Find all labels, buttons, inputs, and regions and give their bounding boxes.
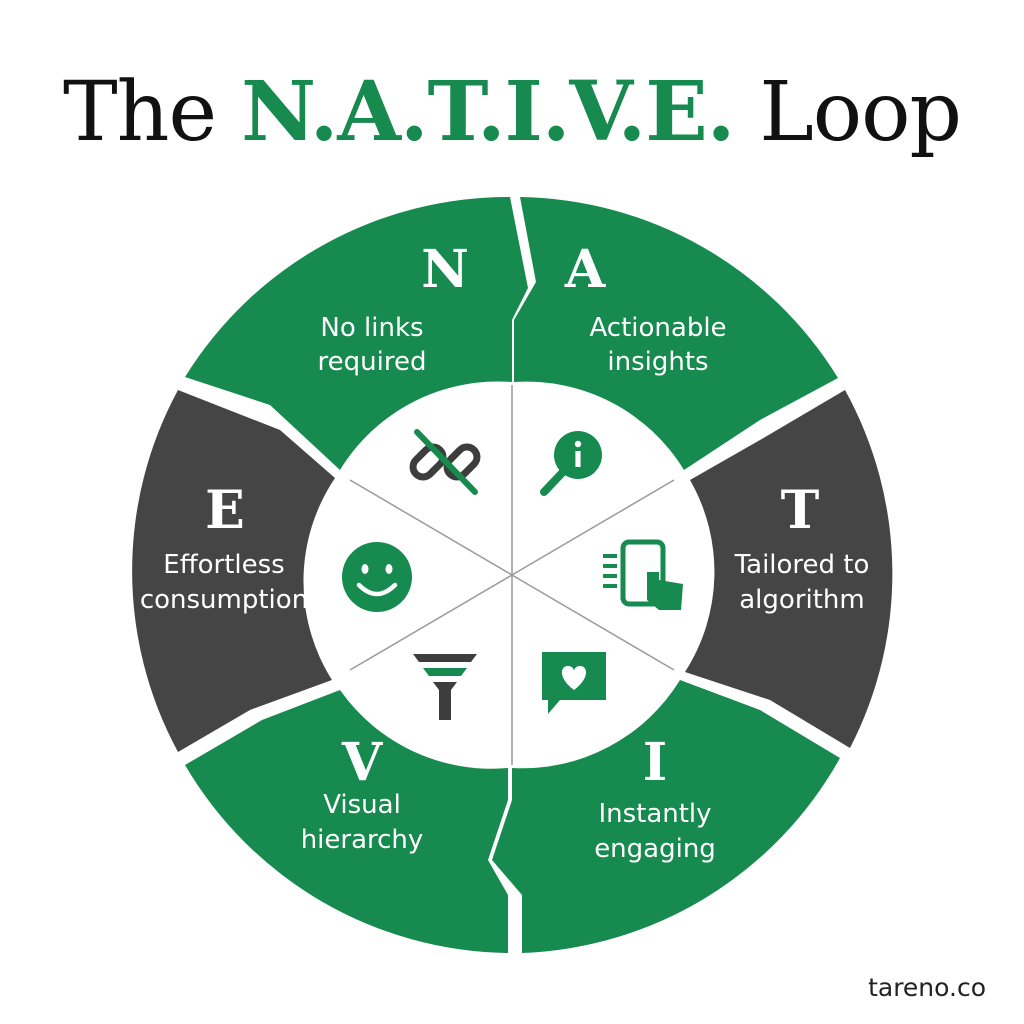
divider-line xyxy=(349,574,513,671)
segment-e xyxy=(132,390,335,752)
segment-a xyxy=(514,197,838,470)
segment-label-v-line1: Visual xyxy=(323,790,401,820)
segment-letter-t: T xyxy=(781,480,820,541)
info-magnifier-icon xyxy=(540,431,602,496)
divider-line xyxy=(511,479,675,576)
segment-v xyxy=(185,690,508,953)
smiley-icon xyxy=(342,542,412,612)
segment-label-a-line2: insights xyxy=(607,347,708,377)
title-prefix: The xyxy=(62,65,242,160)
segment-label-t-line2: algorithm xyxy=(739,585,864,615)
segment-label-n-line2: required xyxy=(318,347,427,377)
broken-link-icon xyxy=(409,429,481,495)
segment-label-i-line1: Instantly xyxy=(598,799,711,829)
segment-label-i-line2: engaging xyxy=(594,834,716,864)
heart-chat-icon xyxy=(542,652,606,714)
diagram-title: The N.A.T.I.V.E. Loop xyxy=(0,62,1024,163)
segment-label-e-line2: consumption xyxy=(140,585,308,615)
divider-line xyxy=(511,574,675,671)
segment-letter-v: V xyxy=(341,732,384,793)
segment-t xyxy=(685,390,893,748)
segment-label-t-line1: Tailored to xyxy=(734,550,870,580)
hub-dividers xyxy=(349,385,675,765)
segment-label-n-line1: No links xyxy=(320,313,423,343)
divider-line xyxy=(349,479,513,576)
title-acronym: N.A.T.I.V.E. xyxy=(241,64,735,160)
segment-letter-i: I xyxy=(643,732,667,793)
phone-tap-icon xyxy=(603,539,683,610)
segment-i xyxy=(492,680,840,953)
funnel-icon xyxy=(413,654,477,720)
segment-label-e-line1: Effortless xyxy=(163,550,284,580)
segment-letter-n: N xyxy=(421,239,469,300)
segment-n xyxy=(185,196,528,471)
segment-label-v-line2: hierarchy xyxy=(301,825,424,855)
outer-ring xyxy=(132,196,893,953)
segment-letter-a: A xyxy=(564,239,606,300)
brand-watermark: tareno.co xyxy=(868,973,986,1002)
title-suffix: Loop xyxy=(734,65,962,160)
segment-letter-e: E xyxy=(205,480,245,541)
segment-label-a-line1: Actionable xyxy=(589,313,726,343)
